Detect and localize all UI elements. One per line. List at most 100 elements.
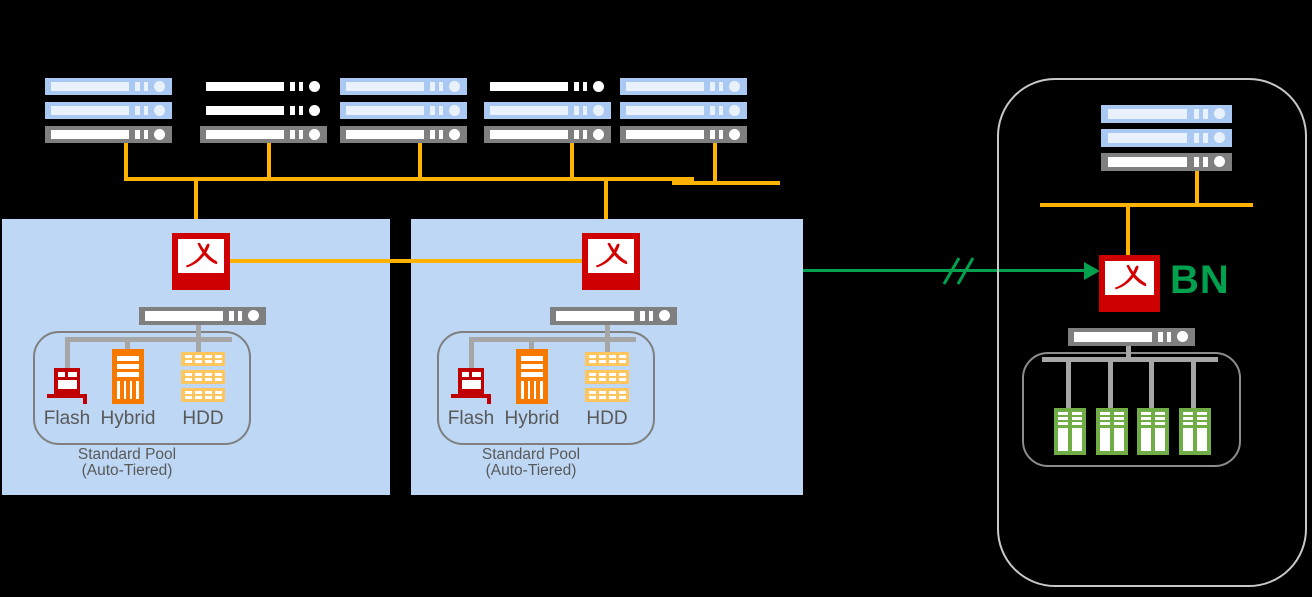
server-led-bar	[238, 310, 243, 322]
server-led-bar	[719, 129, 724, 140]
storage-server	[139, 307, 266, 325]
server-led-bar	[439, 129, 444, 140]
server-led-bar	[430, 129, 435, 140]
server-led-bar	[135, 81, 140, 92]
hybrid-tier-icon	[112, 349, 144, 404]
server-power-dot	[309, 104, 321, 116]
disk-shelf-icon	[1054, 408, 1086, 455]
flash-tier-icon	[451, 368, 491, 404]
server-led-bar	[710, 129, 715, 140]
server-led-bar	[144, 81, 149, 92]
host-server	[1101, 105, 1232, 123]
server-led-bar	[583, 129, 588, 140]
server-led-bar	[649, 310, 654, 322]
server-power-dot	[1213, 107, 1225, 119]
server-slot	[346, 81, 424, 92]
standard-pool-1	[33, 331, 251, 445]
bn-label: BN	[1170, 258, 1230, 302]
vendor-logo-icon	[1114, 264, 1146, 290]
pool-connector	[605, 342, 610, 354]
host-uplink-line	[267, 143, 271, 181]
server-slot	[490, 81, 568, 92]
disk-shelf-icon	[1179, 408, 1211, 455]
host-server	[45, 126, 172, 143]
server-led-bar	[574, 105, 579, 116]
pool-connector	[1149, 362, 1154, 408]
host-server	[484, 102, 611, 119]
server-led-bar	[144, 129, 149, 140]
server-slot	[1107, 108, 1188, 120]
flash-tier-label: Flash	[447, 408, 495, 429]
server-power-dot	[729, 128, 741, 140]
flash-tier-icon	[47, 368, 87, 404]
server-led-bar	[430, 81, 435, 92]
host-server	[340, 78, 467, 95]
host-uplink-line	[124, 143, 128, 181]
server-power-dot	[248, 309, 260, 321]
vendor-logo-icon	[596, 242, 628, 268]
host-server	[620, 126, 747, 143]
server-power-dot	[309, 128, 321, 140]
storage-node-2	[582, 233, 640, 290]
server-slot	[1107, 156, 1188, 168]
server-power-dot	[1213, 131, 1225, 143]
remote-disk-pool	[1022, 352, 1241, 467]
server-led-bar	[290, 81, 295, 92]
server-slot	[206, 81, 284, 92]
server-power-dot	[593, 128, 605, 140]
pool-connector	[196, 325, 201, 339]
pool-connector	[65, 337, 232, 342]
server-led-bar	[1194, 108, 1199, 120]
server-slot	[626, 105, 704, 116]
host-server	[45, 78, 172, 95]
hybrid-tier-icon	[516, 349, 548, 404]
server-slot	[145, 310, 223, 322]
hybrid-tier-label: Hybrid	[504, 408, 560, 429]
server-led-bar	[719, 81, 724, 92]
host-uplink-line	[418, 143, 422, 181]
bus-to-node-line	[1126, 207, 1130, 255]
sync-mirror-line	[230, 259, 582, 263]
server-slot	[206, 129, 284, 140]
wan-link-arrowhead	[1084, 262, 1100, 280]
server-led-bar	[640, 310, 645, 322]
network-bus-line	[672, 181, 780, 185]
host-uplink-line	[1195, 171, 1199, 204]
flash-tier-label: Flash	[43, 408, 91, 429]
storage-node-face	[178, 239, 224, 273]
hybrid-tier-label: Hybrid	[100, 408, 156, 429]
server-led-bar	[290, 105, 295, 116]
storage-node-face	[588, 239, 634, 273]
server-slot	[51, 81, 129, 92]
server-led-bar	[299, 129, 304, 140]
hdd-tier-label: HDD	[182, 408, 224, 429]
server-slot	[1074, 331, 1152, 343]
pool-connector	[605, 325, 610, 339]
server-led-bar	[290, 129, 295, 140]
standard-pool-2	[437, 331, 655, 445]
server-led-bar	[574, 81, 579, 92]
server-led-bar	[299, 81, 304, 92]
pool-connector	[65, 342, 70, 372]
server-led-bar	[1203, 108, 1208, 120]
host-server	[620, 78, 747, 95]
server-slot	[51, 105, 129, 116]
storage-node-bn	[1099, 255, 1160, 312]
server-led-bar	[583, 81, 588, 92]
bus-to-node-line	[604, 181, 608, 233]
pool-caption-line2: (Auto-Tiered)	[485, 462, 577, 479]
server-slot	[626, 129, 704, 140]
disk-shelf-icon	[1137, 408, 1169, 455]
server-led-bar	[1194, 132, 1199, 144]
server-led-bar	[299, 105, 304, 116]
server-led-bar	[229, 310, 234, 322]
wan-link-line	[803, 269, 1084, 272]
pool-connector	[1191, 362, 1196, 408]
server-led-bar	[144, 105, 149, 116]
server-slot	[346, 129, 424, 140]
server-power-dot	[154, 128, 166, 140]
host-server	[200, 126, 327, 143]
server-led-bar	[583, 105, 588, 116]
host-server	[200, 78, 327, 95]
server-led-bar	[719, 105, 724, 116]
